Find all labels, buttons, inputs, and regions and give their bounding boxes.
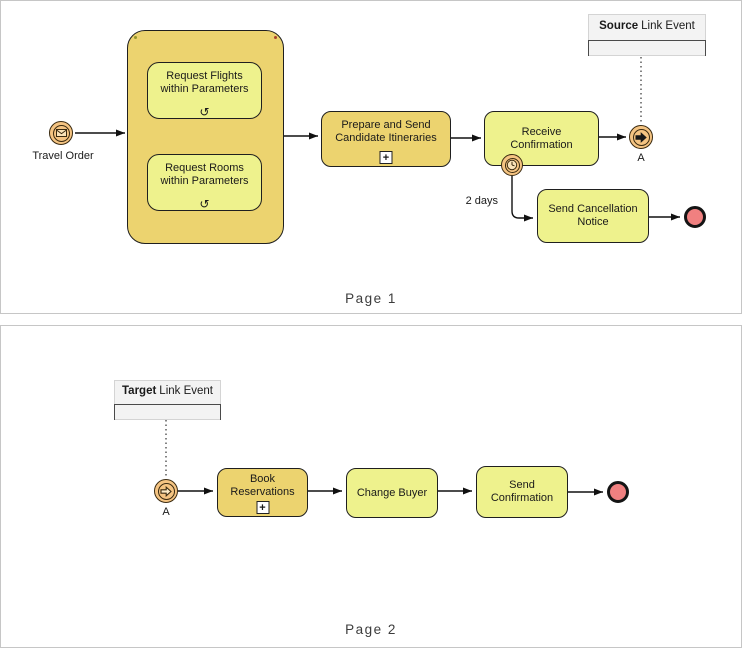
end-event[interactable] bbox=[607, 481, 629, 503]
task-label: Change Buyer bbox=[356, 486, 428, 499]
event-inner-ring bbox=[632, 128, 650, 146]
link-arrow-filled-icon bbox=[635, 131, 647, 143]
task-label: Request Rooms within Parameters bbox=[160, 162, 249, 187]
link-arrow-outline-icon bbox=[160, 485, 172, 497]
message-start-event[interactable] bbox=[49, 121, 73, 145]
event-inner-ring bbox=[504, 157, 520, 173]
corner-dot-icon bbox=[134, 36, 137, 39]
page-2-label: Page 2 bbox=[345, 622, 397, 637]
task-change-buyer[interactable]: Change Buyer bbox=[346, 468, 438, 518]
task-label: Send Cancellation Notice bbox=[548, 203, 638, 228]
task-request-rooms[interactable]: Request Rooms within Parameters ↺ bbox=[147, 154, 262, 211]
task-prepare-itineraries[interactable]: Prepare and Send Candidate Itineraries + bbox=[321, 111, 451, 167]
collapsed-subprocess-plus-icon[interactable]: + bbox=[379, 151, 393, 164]
timer-boundary-event[interactable] bbox=[501, 154, 523, 176]
event-inner-ring bbox=[52, 124, 70, 142]
task-label: Prepare and Send Candidate Itineraries bbox=[335, 119, 437, 144]
timer-duration-label: 2 days bbox=[465, 195, 498, 207]
loop-marker-icon: ↺ bbox=[199, 197, 210, 211]
page-1-label: Page 1 bbox=[345, 291, 397, 306]
link-event-label: A bbox=[162, 506, 170, 518]
start-event-label: Travel Order bbox=[32, 150, 94, 162]
task-label: Request Flights within Parameters bbox=[160, 70, 249, 95]
annotation-keyword: Source bbox=[599, 20, 639, 32]
corner-dot-icon bbox=[274, 36, 277, 39]
task-book-reservations[interactable]: Book Reservations + bbox=[217, 468, 308, 517]
link-event-label: A bbox=[637, 152, 645, 164]
sequence-flow-timer-to-cancel bbox=[511, 176, 533, 222]
loop-marker-icon: ↺ bbox=[199, 105, 210, 119]
task-label: Receive Confirmation bbox=[510, 125, 573, 151]
annotation-bracket bbox=[114, 404, 221, 420]
link-throw-event[interactable] bbox=[629, 125, 653, 149]
collapsed-subprocess-plus-icon[interactable]: + bbox=[256, 501, 269, 514]
clock-icon bbox=[506, 159, 518, 171]
annotation-keyword: Target bbox=[122, 385, 157, 397]
diagram-page-1: Travel Order Request Flights within Para… bbox=[0, 0, 742, 314]
task-label: Book Reservations bbox=[230, 473, 295, 498]
task-request-flights[interactable]: Request Flights within Parameters ↺ bbox=[147, 62, 262, 119]
event-inner-ring bbox=[157, 482, 175, 500]
task-send-confirmation[interactable]: Send Confirmation bbox=[476, 466, 568, 518]
task-send-cancellation[interactable]: Send Cancellation Notice bbox=[537, 189, 649, 243]
annotation-text: Link Event bbox=[159, 385, 213, 397]
annotation-bracket bbox=[588, 40, 706, 56]
task-label: Send Confirmation bbox=[490, 479, 554, 504]
envelope-icon bbox=[55, 129, 67, 137]
end-event[interactable] bbox=[684, 206, 706, 228]
task-receive-confirmation[interactable]: Receive Confirmation bbox=[484, 111, 599, 166]
annotation-text: Link Event bbox=[641, 20, 695, 32]
link-catch-event[interactable] bbox=[154, 479, 178, 503]
